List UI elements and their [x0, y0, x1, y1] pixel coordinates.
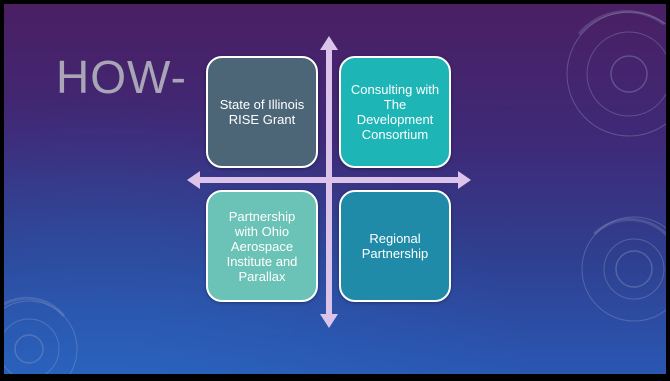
quadrant-top-right: Consulting with The Development Consorti… [339, 56, 451, 168]
slide-title: HOW- [56, 51, 187, 103]
background-circle-decorations [4, 10, 666, 374]
quadrant-bottom-left: Partnership with Ohio Aerospace Institut… [206, 190, 318, 302]
quadrant-arrows [187, 36, 471, 328]
arrow-left-icon [187, 171, 200, 189]
quadrant-label: State of Illinois RISE Grant [219, 97, 305, 127]
arrow-up-icon [320, 36, 338, 50]
quadrant-bottom-right: Regional Partnership [339, 190, 451, 302]
arrow-right-icon [458, 171, 471, 189]
quadrant-top-left: State of Illinois RISE Grant [206, 56, 318, 168]
quadrant-label: Consulting with The Development Consorti… [350, 82, 440, 142]
arrow-down-icon [320, 314, 338, 328]
slide: HOW- State of Illinois RISE Grant Consul… [4, 4, 666, 374]
quadrant-label: Regional Partnership [361, 231, 429, 261]
horizontal-arrow-shaft [197, 177, 461, 183]
quadrant-label: Partnership with Ohio Aerospace Institut… [226, 208, 298, 284]
